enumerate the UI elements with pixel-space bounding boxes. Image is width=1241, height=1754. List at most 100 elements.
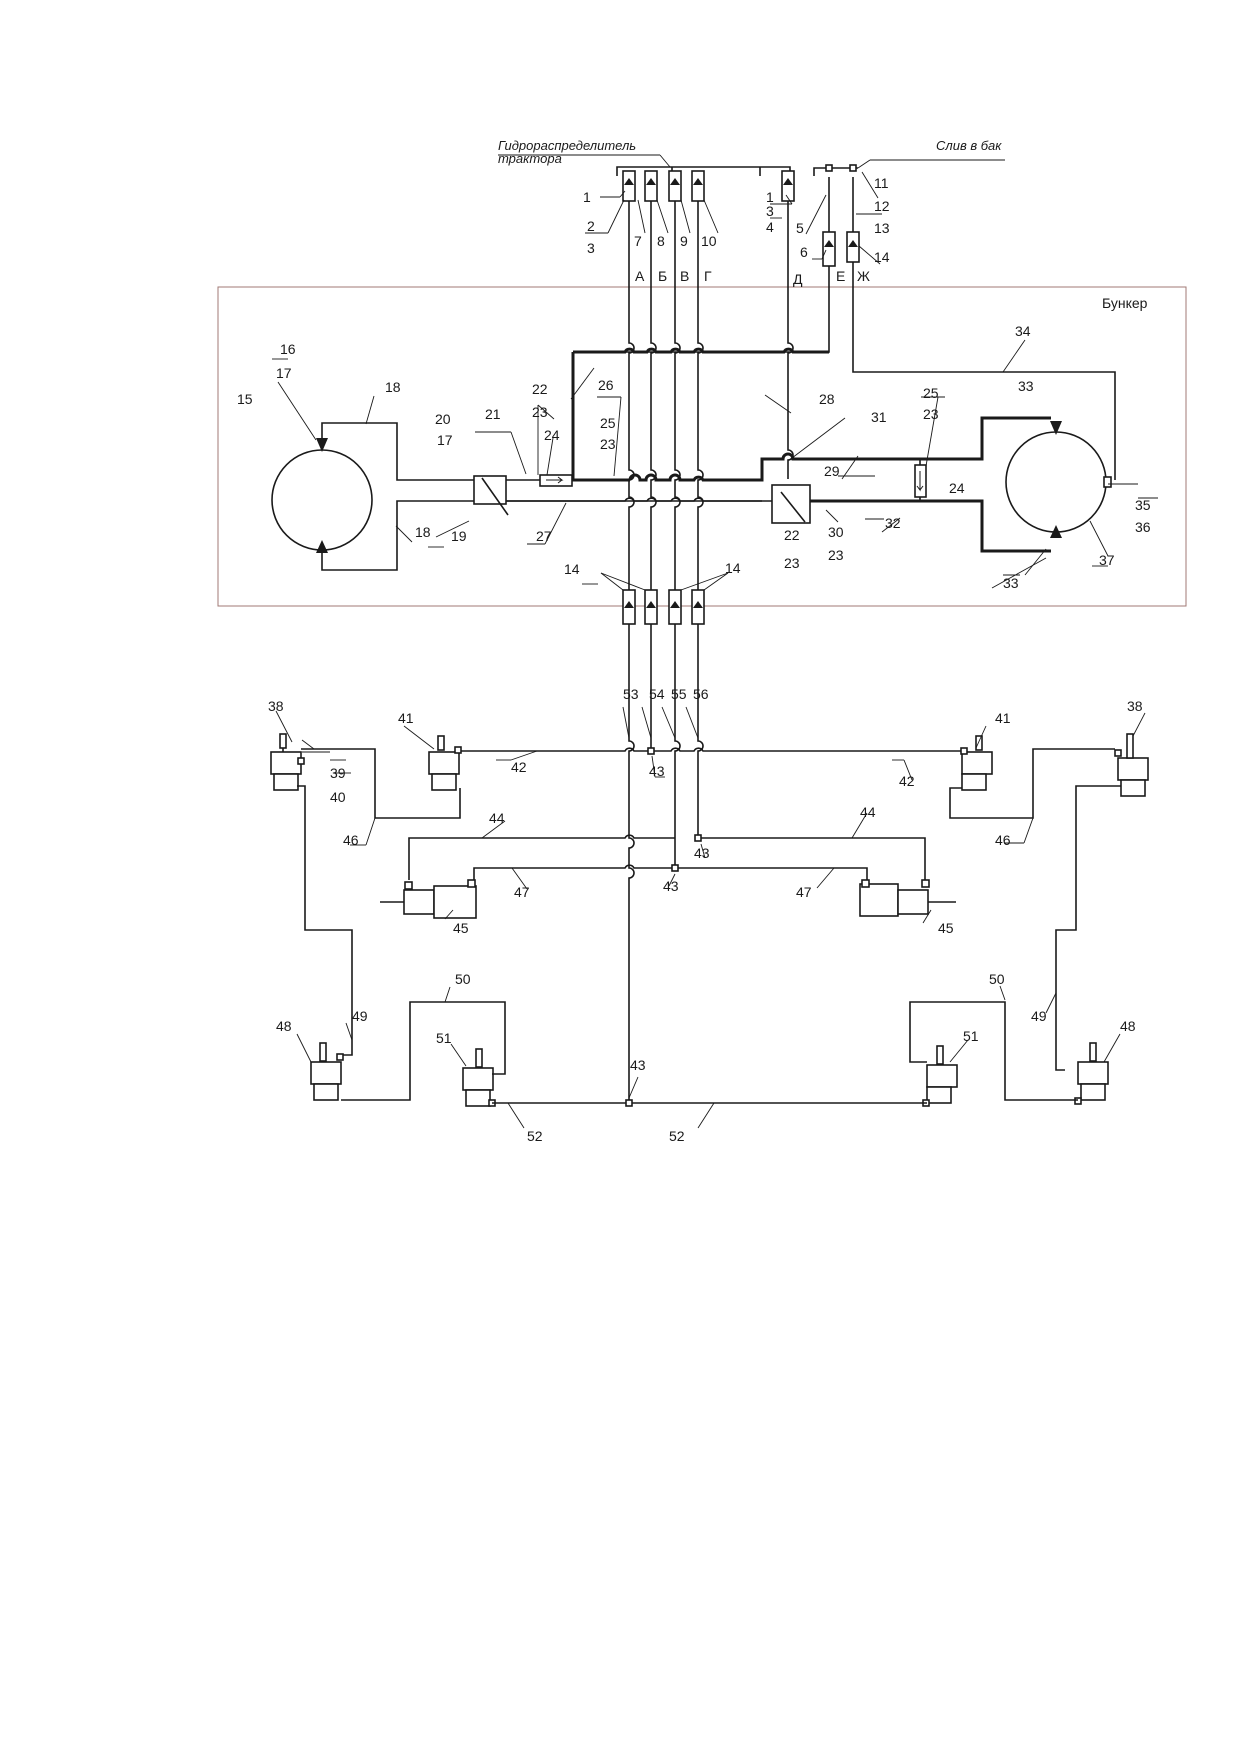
motor-port [1103,476,1112,488]
pos-50: 50 [455,971,471,987]
motor-arrow-icon-4 [1050,525,1062,538]
pos-31: 31 [871,409,887,425]
pos-14: 14 [874,249,890,265]
pos-23d: 23 [828,547,844,563]
drain-port [825,164,833,172]
pos-28: 28 [819,391,835,407]
pos-40: 40 [330,789,346,805]
pos-13: 13 [874,220,890,236]
cylinder-45-left [380,879,477,919]
tee-43-d [625,1099,633,1107]
top-coupler-2 [644,170,658,202]
pos-15: 15 [237,391,253,407]
cylinder-45-right [859,879,956,917]
motor-48-right [1074,1042,1109,1105]
distributor-label-2: трактора [498,151,562,166]
pos-6: 6 [800,244,808,260]
drain-port-2 [849,164,857,172]
pos-35: 35 [1135,497,1151,513]
pos-36: 36 [1135,519,1151,535]
pos-34: 34 [1015,323,1031,339]
pos-33b: 33 [1003,575,1019,591]
line-letter-V: В [680,268,689,284]
motor-arrow-icon-3 [1050,421,1062,435]
pos-14a: 14 [564,561,580,577]
pos-37: 37 [1099,552,1115,568]
pos-25: 25 [600,415,616,431]
pos-51: 51 [436,1030,452,1046]
pos-51b: 51 [963,1028,979,1044]
position-numbers: 1 2 3 7 8 9 10 1 3 4 5 6 11 12 13 14 16 … [237,175,1151,1144]
pos-11: 11 [874,175,889,191]
pos-43b: 43 [694,845,710,861]
pos-3: 3 [587,240,595,256]
motor-41-left [428,735,462,791]
main-lines [573,177,1116,590]
top-coupler-4 [691,170,705,202]
pos-45b: 45 [938,920,954,936]
line-letter-E: Е [836,268,845,284]
pos-56: 56 [693,686,709,702]
pos-24: 24 [544,427,560,443]
pos-43a: 43 [649,763,665,779]
pos-44b: 44 [860,804,876,820]
pos-8: 8 [657,233,665,249]
distributor-label: Гидрораспределитель [498,138,636,153]
pos-48: 48 [276,1018,292,1034]
pos-27: 27 [536,528,552,544]
pos-42b: 42 [899,773,915,789]
pos-10: 10 [701,233,717,249]
pos-24b: 24 [949,480,965,496]
pos-21: 21 [485,406,501,422]
line-letter-A: А [635,268,645,284]
pos-47b: 47 [796,884,812,900]
top-coupler-1 [622,170,636,202]
pos-46b: 46 [995,832,1011,848]
pos-1b: 1 [766,189,774,205]
motor-arrow-icon-2 [316,540,328,553]
motor-51-right [922,1045,958,1107]
line-letter-Zh: Ж [857,268,870,284]
line-letter-D: Д [793,271,803,287]
top-coupler-3 [668,170,682,202]
pos-22b: 22 [784,527,800,543]
pos-25b: 25 [923,385,939,401]
tee-43-c [671,864,679,872]
pos-33: 33 [1018,378,1034,394]
motor-41-right [960,735,993,791]
pos-54: 54 [649,686,665,702]
leader-lines [272,171,1158,1129]
pos-29: 29 [824,463,840,479]
pos-18b: 18 [415,524,431,540]
hydraulic-motor-left [271,449,373,551]
pos-12: 12 [874,198,890,214]
pos-17b: 17 [437,432,453,448]
bunker-label: Бункер [1102,295,1148,311]
pos-38: 38 [268,698,284,714]
pos-55: 55 [671,686,687,702]
pos-49: 49 [352,1008,368,1024]
top-coupler-5 [781,170,795,202]
pos-22: 22 [532,381,548,397]
pos-19: 19 [451,528,467,544]
pos-23c: 23 [784,555,800,571]
tee-43-b [694,834,702,842]
pos-49b: 49 [1031,1008,1047,1024]
pos-26: 26 [598,377,614,393]
pos-20: 20 [435,411,451,427]
line-letter-G: Г [704,268,712,284]
pos-14b: 14 [725,560,741,576]
pos-43c: 43 [663,878,679,894]
pos-43d: 43 [630,1057,646,1073]
pos-47: 47 [514,884,530,900]
tee-43-a [647,747,655,755]
pos-38b: 38 [1127,698,1143,714]
pos-30: 30 [828,524,844,540]
pos-41: 41 [398,710,414,726]
bunker-frame [217,286,1187,607]
pos-23e: 23 [923,406,939,422]
pos-9: 9 [680,233,688,249]
pos-18: 18 [385,379,401,395]
hydraulic-motor-right [1005,431,1107,533]
